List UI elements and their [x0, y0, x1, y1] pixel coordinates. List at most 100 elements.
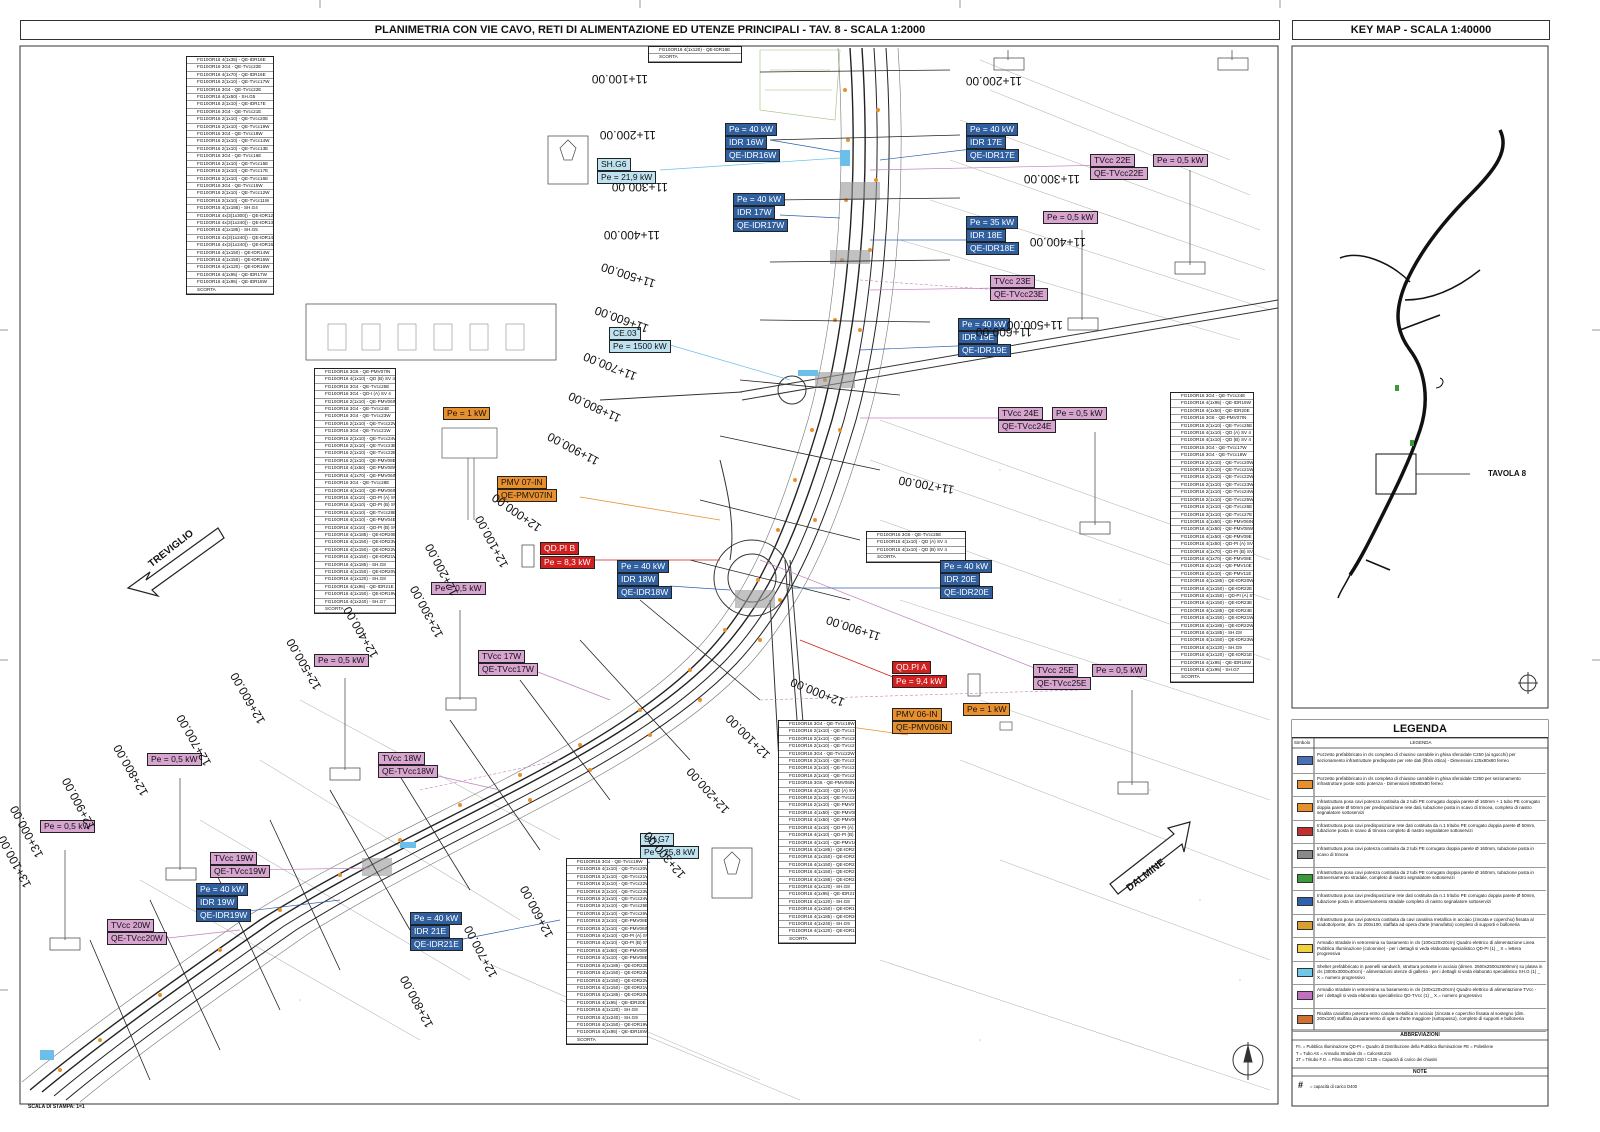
equipment-tag: QE-TVcc18W: [378, 765, 438, 778]
cable-table-row: FG10OR16 4(1x150) - QE-IDR21W: [1171, 615, 1253, 623]
cable-table-row: FG10OR16 4(1x185) - SH.G4: [187, 205, 273, 213]
legend-row: Infrastruttura posa cavi potenza costitu…: [1293, 868, 1546, 891]
equipment-tag: QE-TVcc23E: [990, 288, 1048, 301]
legend-text: Infrastruttura posa cavi potenza costitu…: [1317, 846, 1534, 857]
cable-table-row: FG10OR16 4(1x150) - QE-IDR21W: [315, 554, 395, 562]
equipment-tag: Pe = 1 kW: [963, 703, 1011, 716]
equipment-tag: QE-IDR21E: [410, 938, 463, 951]
cable-table-row: FG10OR16 2(1x10) - QE-TVcc25E: [779, 773, 855, 781]
legend-row: Armadio stradale in vetroresina su basam…: [1293, 985, 1546, 1009]
cable-table-row: FG10OR16 4(1x185) - SH.G8: [1171, 630, 1253, 638]
cable-table-row: FG10OR16 4(1x120) - SH.G8: [567, 1007, 647, 1015]
hash-icon: #: [1298, 1080, 1304, 1090]
equipment-tag: IDR 17W: [733, 206, 776, 219]
cable-table-row: FG10OR16 2(1x10) - QE-TVcc15E: [187, 161, 273, 169]
legend-note: = capacità di carico D400: [1310, 1084, 1358, 1089]
cable-table-row: FG10OR16 4(1x95) - SH.G7: [1171, 667, 1253, 675]
equipment-tag: QE-TVcc25E: [1033, 677, 1091, 690]
cable-table-row: FG10OR16 2(1x10) - QE-TVcc21W: [567, 874, 647, 882]
legend-col-legend: LEGENDA: [1410, 740, 1432, 745]
cable-table-row: FG10OR16 4(1x185) - QE-IDR24E: [1171, 608, 1253, 616]
legend-abbrev-title: ABBREVIAZIONI: [1400, 1032, 1440, 1038]
equipment-tag: TVcc 23E: [990, 275, 1035, 288]
equipment-tag: QE-IDR18W: [617, 586, 673, 599]
cable-table-row: FG10OR16 4(1x10) - QD-PI (A) SV 5: [315, 495, 395, 503]
cable-table-row: FG10OR16 4(1x185) - QE-IDR20W: [779, 914, 855, 921]
cable-table-row: FG10OR16 4(1x10) - QE-PMV10E: [779, 840, 855, 847]
cable-table-row: SCORTA: [315, 606, 395, 614]
cable-table-row: FG10OR16 4(1x240) - SH.G9: [567, 1015, 647, 1022]
cable-table-row: FG10OR16 4(1x10) - QD-PI (B) SV 6: [315, 525, 395, 532]
cable-table-row: FG10OR16 4(1x150) - QE-IDR15W: [187, 257, 273, 265]
print-scale-note: SCALA DI STAMPA: 1=1: [28, 1104, 85, 1110]
cable-table-row: FG10OR16 4(1x95) - QE-IDR19W: [1171, 400, 1253, 408]
cable-table-row: FG10OR16 4(1x120) - SH.G8: [779, 884, 855, 892]
cable-table-row: FG10OR16 4(1x120) - SH.G8: [779, 899, 855, 907]
cable-table-row: FG10OR16 4(1x10) - QD (A) SV 4: [867, 539, 965, 547]
cable-table-row: FG10OR16 4(1x10) - QE-PMV08E: [567, 955, 647, 963]
cable-table-row: FG10OR16 2(1x10) - QE-TVcc11W: [187, 198, 273, 206]
cable-table-row: FG10OR16 4(1x150) - QE-IDR14W: [187, 250, 273, 257]
cable-table-row: FG10OR16 4(1x150) - QE-IDR19W: [567, 1022, 647, 1030]
cable-table-row: FG10OR16 4(1x185) - QE-IDR22E: [567, 963, 647, 971]
equipment-tag: QE-TVcc22E: [1090, 167, 1148, 180]
cable-table-row: FG10OR16 4(1x10) - QD-PI (A) SV 5: [779, 825, 855, 833]
equipment-tag: Pe = 40 kW: [958, 318, 1011, 331]
cable-table-row: FG10OR16 4(1x95) - QE-IDR17W: [187, 272, 273, 280]
cable-table-row: FG10OR16 4(1x185) - QE-IDR20W: [1171, 578, 1253, 586]
equipment-tag: IDR 18E: [966, 229, 1007, 242]
legend-row: Infrastruttura posa cavi predisposizione…: [1293, 891, 1546, 915]
legend-title: LEGENDA: [1292, 720, 1548, 738]
cable-table-row: FG10OR16 2(1x10) - QE-TVcc26E: [779, 795, 855, 803]
cable-table-row: FG10OR16 4(1x150) - QD-PI (A) SV 6: [1171, 593, 1253, 601]
legend-symbol-icon: [1297, 944, 1313, 953]
legend-row: Pozzetto prefabbricato in cls completo d…: [1293, 750, 1546, 774]
cable-table-row: FG10OR16 2(1x10) - QE-TVcc23W: [1171, 482, 1253, 490]
legend-row: Risalita cavidotto potenza entro canala …: [1293, 1009, 1546, 1032]
equipment-tag: Pe = 40 kW: [733, 193, 786, 206]
chainage-label: 11+200.00: [965, 74, 1022, 88]
cable-table-row: FG10OR16 4(1x150) - QE-IDR23W: [315, 539, 395, 547]
cable-table-row: FG10OR16 4(1x150) - QE-IDR23W: [567, 970, 647, 978]
legend-text: Infrastruttura posa cavi predisposizione…: [1317, 822, 1536, 834]
cable-table-row: FG10OR16 3G6 - QE-TVcc25E: [867, 532, 965, 540]
chainage-label: 11+600.00: [975, 325, 1032, 339]
cable-table-row: FG10OR16 4(1x10) - QD (B) SV 4: [315, 376, 395, 384]
cable-table-row: FG10OR16 4(1x120) - SH.G8: [315, 576, 395, 584]
cable-table-row: SCORTA: [567, 1037, 647, 1045]
cable-table-row: FG10OR16 4(1x185) - SH.G5: [187, 227, 273, 235]
cable-table-row: FG10OR16 4(1x150) - QE-IDR19W: [315, 591, 395, 599]
cable-table-row: FG10OR16 4(1x50) - QD-PI (A) SV 5: [1171, 541, 1253, 549]
legend-symbol-icon: [1297, 991, 1313, 1000]
cable-table-row: FG10OR16 2(1x10) - QE-TVcc19W: [187, 124, 273, 132]
equipment-tag: IDR 20E: [940, 573, 981, 586]
legend-symbol-icon: [1297, 920, 1313, 930]
legend-row: Infrastruttura posa cavi potenza costitu…: [1293, 915, 1546, 938]
equipment-tag: SH.G6: [597, 158, 631, 171]
cable-table-row: FG10OR16 2(1x10) - QE-PMV07IN: [779, 802, 855, 810]
cable-table-row: FG10OR16 4(1x10) - QE-TVcc20W: [567, 866, 647, 874]
equipment-tag: Pe = 40 kW: [410, 912, 463, 925]
cable-table-row: FG10OR16 4(1x50) - QE-PMV08E: [779, 810, 855, 818]
cable-table-row: FG10OR16 4(1x50) - QE-IDR20E: [1171, 408, 1253, 416]
equipment-tag: QD.PI B: [540, 542, 580, 555]
equipment-tag: QE-IDR18E: [966, 242, 1019, 255]
cable-table-row: FG10OR16 2(1x10) - QE-TVcc22W: [1171, 474, 1253, 482]
equipment-tag: Pe = 1 kW: [443, 407, 491, 420]
equipment-tag: Pe = 0,5 kW: [431, 582, 486, 595]
legend-note-title: NOTE: [1413, 1069, 1427, 1075]
equipment-tag: QE-PMV07IN: [497, 489, 557, 502]
cable-table-row: FG10OR16 4(1x50) - SH.G5: [187, 94, 273, 102]
cable-table-row: FG10OR16 4(1x150) - QE-IDR23W: [1171, 637, 1253, 645]
cable-table-row: FG10OR16 4(1x10) - QD-PI (B) SV 5: [315, 502, 395, 510]
equipment-tag: Pe = 0,5 kW: [314, 654, 369, 667]
equipment-tag: Pe = 0,5 kW: [40, 820, 95, 833]
equipment-tag: TVcc 22E: [1090, 154, 1135, 167]
cable-table-row: FG10OR16 2(1x10) - QE-TVcc20E: [187, 116, 273, 124]
cable-table-row: FG10OR16 4(1x95) - QE-IDR21W: [779, 891, 855, 899]
cable-table-row: FG10OR16 3G6 - QE-PMV06IN: [779, 780, 855, 788]
equipment-tag: QE-IDR17W: [733, 219, 789, 232]
cable-table-row: FG10OR16 2(1x10) - QE-PMV06IN: [315, 399, 395, 407]
